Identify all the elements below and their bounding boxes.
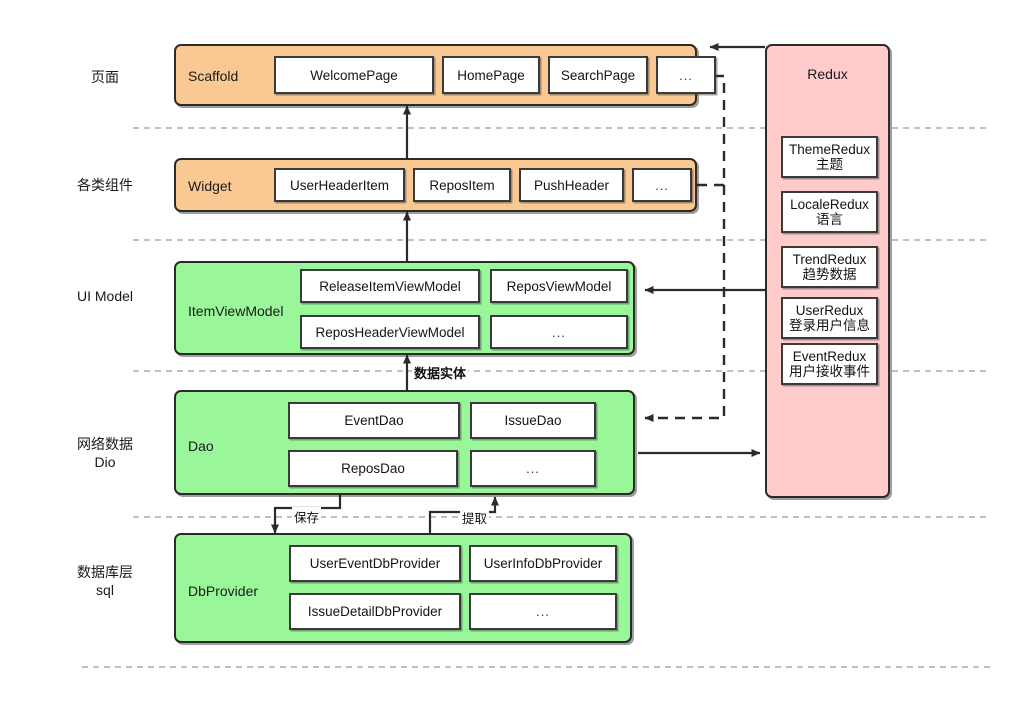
item-release-item-view-model[interactable]: ReleaseItemViewModel — [300, 269, 480, 303]
item-view-model-more[interactable]: ... — [490, 315, 628, 349]
item-event-redux[interactable]: EventRedux 用户接收事件 — [781, 343, 878, 385]
layer-label-database: 数据库层 sql — [77, 564, 133, 598]
item-user-event-db-provider[interactable]: UserEventDbProvider — [289, 545, 461, 582]
layer-label-network: 网络数据 Dio — [77, 436, 133, 470]
item-home-page[interactable]: HomePage — [442, 56, 540, 94]
item-event-dao[interactable]: EventDao — [288, 402, 460, 439]
edge-label-data-entity: 数据实体 — [412, 363, 469, 382]
group-title-item-view-model: ItemViewModel — [188, 303, 284, 319]
group-redux[interactable]: Redux ThemeRedux 主题 LocaleRedux 语言 Trend… — [765, 44, 890, 498]
group-db-provider[interactable]: DbProvider UserEventDbProvider UserInfoD… — [174, 533, 632, 643]
item-locale-redux[interactable]: LocaleRedux 语言 — [781, 191, 878, 233]
item-issue-dao[interactable]: IssueDao — [470, 402, 596, 439]
dashed-ui-to-dao — [644, 74, 726, 422]
layer-label-widgets: 各类组件 — [77, 177, 133, 193]
group-title-scaffold: Scaffold — [188, 68, 239, 84]
item-repos-item[interactable]: ReposItem — [413, 168, 511, 202]
item-scaffold-more[interactable]: ... — [656, 56, 716, 94]
group-title-db-provider: DbProvider — [188, 583, 259, 599]
item-dao-more[interactable]: ... — [470, 450, 596, 487]
group-title-redux: Redux — [807, 66, 848, 82]
item-repos-view-model[interactable]: ReposViewModel — [490, 269, 628, 303]
group-widget[interactable]: Widget UserHeaderItem ReposItem PushHead… — [174, 158, 697, 212]
item-welcome-page[interactable]: WelcomePage — [274, 56, 434, 94]
group-scaffold[interactable]: Scaffold WelcomePage HomePage SearchPage… — [174, 44, 716, 106]
group-dao[interactable]: Dao EventDao IssueDao ReposDao ... — [174, 390, 635, 495]
layer-label-pages: 页面 — [91, 69, 119, 85]
item-issue-detail-db-provider[interactable]: IssueDetailDbProvider — [289, 593, 461, 630]
item-repos-header-view-model[interactable]: ReposHeaderViewModel — [300, 315, 480, 349]
item-user-redux[interactable]: UserRedux 登录用户信息 — [781, 297, 878, 339]
group-title-widget: Widget — [188, 178, 232, 194]
item-trend-redux[interactable]: TrendRedux 趋势数据 — [781, 246, 878, 288]
item-theme-redux[interactable]: ThemeRedux 主题 — [781, 136, 878, 178]
item-repos-dao[interactable]: ReposDao — [288, 450, 458, 487]
layer-label-ui-model: UI Model — [76, 288, 134, 304]
edge-label-save: 保存 — [292, 507, 322, 526]
item-db-provider-more[interactable]: ... — [469, 593, 617, 630]
item-search-page[interactable]: SearchPage — [548, 56, 648, 94]
group-title-dao: Dao — [188, 438, 214, 454]
item-widget-more[interactable]: ... — [632, 168, 692, 202]
edge-label-extract: 提取 — [460, 508, 490, 527]
item-user-header-item[interactable]: UserHeaderItem — [274, 168, 405, 202]
group-item-view-model[interactable]: ItemViewModel ReleaseItemViewModel Repos… — [174, 261, 635, 355]
item-user-info-db-provider[interactable]: UserInfoDbProvider — [469, 545, 617, 582]
item-push-header[interactable]: PushHeader — [519, 168, 624, 202]
